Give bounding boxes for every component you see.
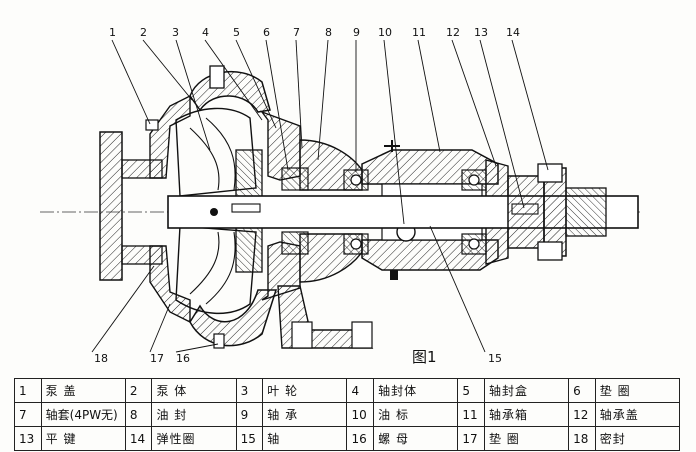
part-name: 密封 <box>594 426 681 451</box>
part-name: 垫 圈 <box>594 378 681 403</box>
part-name: 弹性圈 <box>151 426 237 451</box>
part-name: 轴套(4PW无) <box>40 402 126 427</box>
part-number: 3 <box>235 378 264 403</box>
part-number: 6 <box>568 378 596 403</box>
part-number: 18 <box>568 426 596 451</box>
legend-row: 1 泵 盖 2 泵 体 3 叶 轮 4 轴封体 5 轴封盒 6 垫 圈 <box>14 378 681 403</box>
part-name: 垫 圈 <box>483 426 570 451</box>
callout-12: 12 <box>446 26 460 39</box>
callout-5: 5 <box>233 26 240 39</box>
callout-8: 8 <box>325 26 332 39</box>
part-name: 泵 盖 <box>40 378 126 403</box>
callout-11: 11 <box>412 26 426 39</box>
callout-17: 17 <box>150 352 164 365</box>
part-name: 平 键 <box>40 426 126 451</box>
part-name: 轴 承 <box>262 402 348 427</box>
callout-9: 9 <box>353 26 360 39</box>
part-name: 轴承盖 <box>594 402 681 427</box>
part-number: 17 <box>457 426 485 451</box>
part-number: 7 <box>14 402 42 427</box>
part-number: 8 <box>124 402 153 427</box>
part-number: 14 <box>124 426 153 451</box>
callout-7: 7 <box>293 26 300 39</box>
part-number: 9 <box>235 402 264 427</box>
legend-row: 7 轴套(4PW无) 8 油 封 9 轴 承 10 油 标 11 轴承箱 12 … <box>14 402 681 427</box>
part-number: 11 <box>457 402 485 427</box>
callout-4: 4 <box>202 26 209 39</box>
pump-section-drawing: 1 2 3 4 5 6 7 8 9 10 11 12 13 14 15 16 1… <box>40 26 640 366</box>
callout-15: 15 <box>488 352 502 365</box>
callout-3: 3 <box>172 26 179 39</box>
part-number: 15 <box>235 426 264 451</box>
part-name: 叶 轮 <box>262 378 348 403</box>
pump-body-part <box>189 65 374 349</box>
callout-numbers: 1 2 3 4 5 6 7 8 9 10 11 12 13 14 15 16 1… <box>94 26 520 365</box>
callout-18: 18 <box>94 352 108 365</box>
coupling-part <box>507 163 607 261</box>
part-name: 螺 母 <box>373 426 459 451</box>
part-number: 13 <box>14 426 42 451</box>
part-name: 轴封盒 <box>483 378 570 403</box>
part-number: 16 <box>346 426 375 451</box>
callout-13: 13 <box>474 26 488 39</box>
parts-legend-table: 1 泵 盖 2 泵 体 3 叶 轮 4 轴封体 5 轴封盒 6 垫 圈 7 轴套… <box>14 378 681 451</box>
part-number: 1 <box>14 378 42 403</box>
callout-1: 1 <box>109 26 116 39</box>
part-name: 轴封体 <box>373 378 459 403</box>
part-name: 泵 体 <box>151 378 237 403</box>
legend-row: 13 平 键 14 弹性圈 15 轴 16 螺 母 17 垫 圈 18 密封 <box>14 426 681 451</box>
callout-16: 16 <box>176 352 190 365</box>
part-name: 轴 <box>262 426 348 451</box>
part-name: 轴承箱 <box>483 402 570 427</box>
part-number: 4 <box>346 378 375 403</box>
callout-6: 6 <box>263 26 270 39</box>
figure-caption: 图1 <box>412 348 437 366</box>
callout-10: 10 <box>378 26 392 39</box>
part-number: 2 <box>124 378 153 403</box>
callout-14: 14 <box>506 26 520 39</box>
part-number: 5 <box>457 378 485 403</box>
callout-2: 2 <box>140 26 147 39</box>
part-name: 油 标 <box>373 402 459 427</box>
leader-lines <box>91 39 549 353</box>
part-number: 10 <box>346 402 375 427</box>
part-name: 油 封 <box>151 402 237 427</box>
part-number: 12 <box>568 402 596 427</box>
